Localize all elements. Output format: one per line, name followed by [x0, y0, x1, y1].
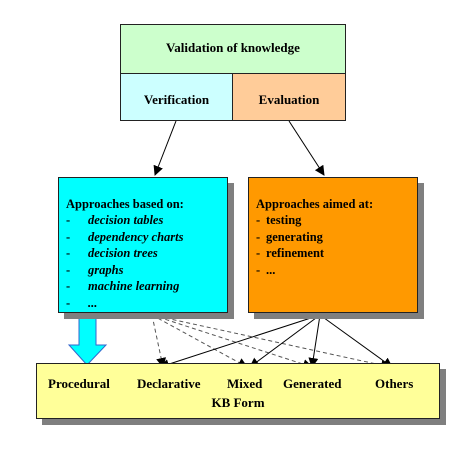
block-arrow-to-procedural — [67, 312, 108, 366]
approaches-based-on-list: -decision tables -dependency charts -dec… — [66, 212, 183, 311]
verification-label: Verification — [143, 92, 210, 107]
list-item: -refinement — [256, 246, 325, 260]
list-item: -machine learning — [66, 279, 180, 293]
approaches-aimed-at-list: -testing -generating -refinement -... — [256, 212, 324, 278]
approaches-based-on-heading: Approaches based on: — [66, 197, 184, 211]
list-item: -generating — [256, 229, 323, 244]
list-item: -... — [256, 262, 276, 277]
kb-form-generated: Generated — [283, 376, 342, 391]
verification-box: Verification — [120, 73, 233, 121]
kb-form-caption: KB Form — [211, 395, 265, 410]
evaluation-label: Evaluation — [258, 92, 320, 107]
solid-links-right — [159, 314, 393, 369]
list-item: -graphs — [66, 262, 124, 277]
validation-title: Validation of knowledge — [166, 40, 300, 55]
approaches-aimed-at-heading: Approaches aimed at: — [256, 197, 374, 211]
approaches-aimed-at-box: Approaches aimed at: -testing -generatin… — [248, 177, 418, 313]
list-item: -testing — [256, 213, 302, 227]
evaluation-box: Evaluation — [232, 73, 346, 121]
kb-form-mixed: Mixed — [227, 376, 263, 391]
list-item: -decision tables — [66, 213, 164, 227]
kb-form-declarative: Declarative — [137, 376, 201, 391]
arrow-evaluation-to-approaches — [288, 120, 325, 176]
list-item: -... — [66, 295, 98, 310]
list-item: -decision trees — [66, 246, 158, 260]
approaches-based-on-box: Approaches based on: -decision tables -d… — [58, 177, 228, 313]
kb-form-procedural: Procedural — [48, 376, 110, 391]
kb-form-box: Procedural Declarative Mixed Generated O… — [36, 363, 440, 419]
list-item: -dependency charts — [66, 229, 184, 244]
dashed-links-left — [151, 314, 391, 370]
validation-of-knowledge-box: Validation of knowledge — [120, 24, 346, 74]
kb-form-others: Others — [375, 376, 414, 391]
arrow-verification-to-approaches — [153, 120, 177, 176]
